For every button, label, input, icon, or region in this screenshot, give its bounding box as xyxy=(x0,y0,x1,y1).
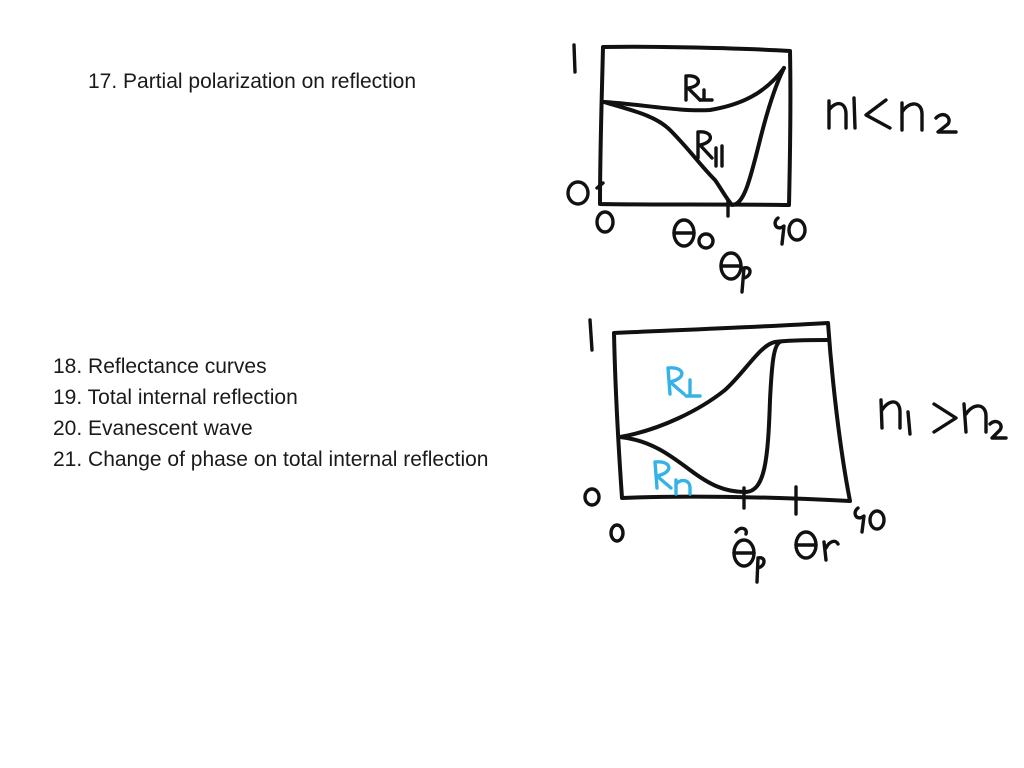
x-tick-label-0 xyxy=(609,523,625,543)
plot-frame xyxy=(612,321,852,503)
x-tick-label-thetac xyxy=(794,530,840,562)
x-tick-label-thetap xyxy=(732,526,766,584)
topic-item-20: 20. Evanescent wave xyxy=(53,417,253,440)
curve-r-parallel xyxy=(602,66,786,207)
x-tick-label-90 xyxy=(853,506,886,534)
label-r-perp-blue xyxy=(666,366,702,398)
y-tick-mark xyxy=(595,181,605,190)
plot-frame xyxy=(598,44,793,207)
item-17-partial-polarization: 17. Partial polarization on reflection xyxy=(88,70,417,93)
y-tick-label-1 xyxy=(588,318,594,352)
label-r-parallel-blue xyxy=(653,460,692,496)
y-tick-label-0 xyxy=(566,180,590,206)
topic-item-18: 18. Reflectance curves xyxy=(53,355,267,378)
condition-label-n1-less-n2 xyxy=(827,96,958,134)
label-r-parallel xyxy=(696,130,724,168)
x-tick-label-90 xyxy=(773,216,807,246)
y-tick-label-0 xyxy=(583,487,601,507)
topic-list: 18. Reflectance curves 19. Total interna… xyxy=(53,351,488,475)
x-tick-label-theta0 xyxy=(672,218,715,250)
curve-r-perp xyxy=(602,66,786,113)
x-tick-label-0 xyxy=(595,210,615,234)
curve-r-perp xyxy=(618,338,830,439)
topic-item-21: 21. Change of phase on total internal re… xyxy=(53,448,489,471)
label-r-perp xyxy=(684,74,714,102)
y-tick-label-1 xyxy=(572,43,577,74)
condition-label-n1-greater-n2 xyxy=(879,398,1008,440)
topic-item-19: 19. Total internal reflection xyxy=(53,386,298,409)
x-tick-label-thetap xyxy=(719,251,752,294)
curve-r-parallel xyxy=(618,340,782,494)
